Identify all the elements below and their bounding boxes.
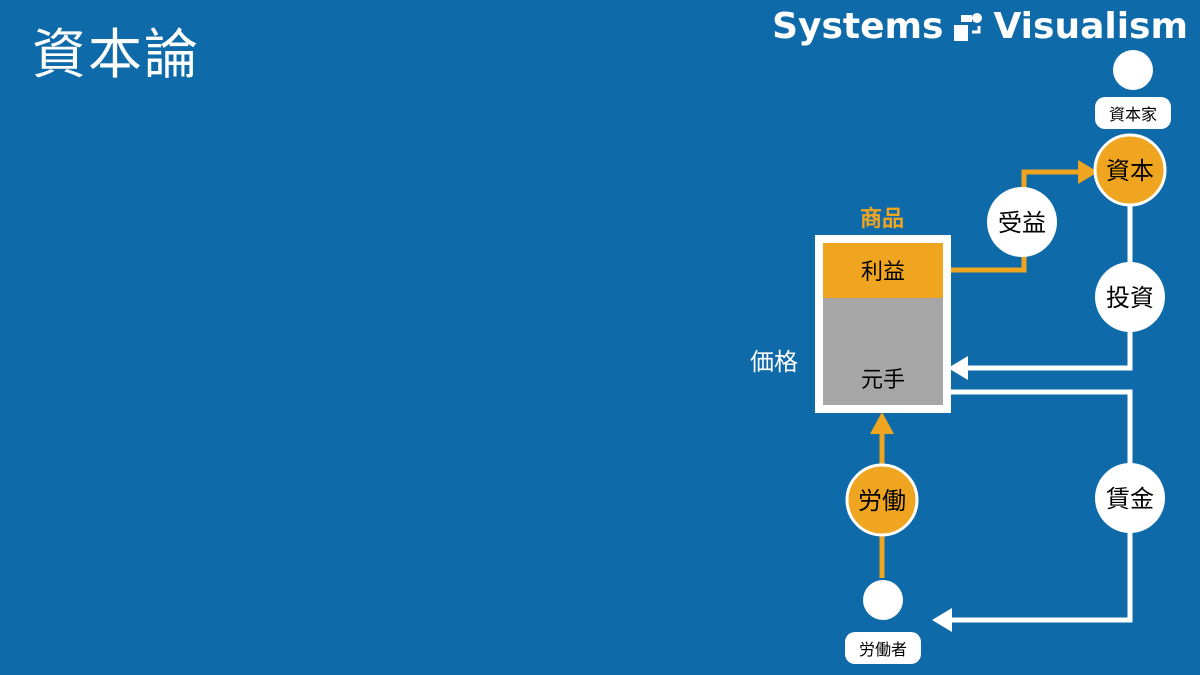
capitalist-person-icon [1113,50,1153,90]
worker-label-box [845,632,921,664]
capital-label: 資本 [1106,157,1154,185]
labor-arrowhead [870,412,894,434]
capitalist-label: 資本家 [1109,105,1157,124]
brand-logo: Systems Visualism [772,6,1188,47]
profit-label: 利益 [861,260,905,285]
labor-label: 労働 [858,487,906,515]
cost-label: 元手 [861,368,905,393]
price-label: 価格 [750,348,798,376]
profit-segment [823,243,943,298]
investment-arrowhead [948,356,968,380]
benefit-label: 受益 [998,209,1046,237]
worker-person-icon [863,580,903,620]
page-title: 資本論 [32,23,200,86]
capitalist-label-box [1095,97,1171,129]
logo-text-visualism: Visualism [993,6,1188,47]
cost-segment [823,298,943,405]
investment-node [1095,262,1165,332]
wage-label: 賃金 [1106,485,1154,513]
labor-node [845,463,919,537]
benefit-node [987,187,1057,257]
worker-label: 労働者 [859,640,907,659]
logo-text-systems: Systems [772,6,944,47]
investment-flow-line [960,200,1133,371]
wage-arrowhead [932,608,952,632]
systems-visualism-logo-icon [954,12,983,41]
benefit-arrowhead [1078,160,1098,184]
investment-label: 投資 [1106,284,1154,312]
commodity-label: 商品 [860,206,904,232]
wage-node [1095,463,1165,533]
capital-node [1093,133,1167,207]
